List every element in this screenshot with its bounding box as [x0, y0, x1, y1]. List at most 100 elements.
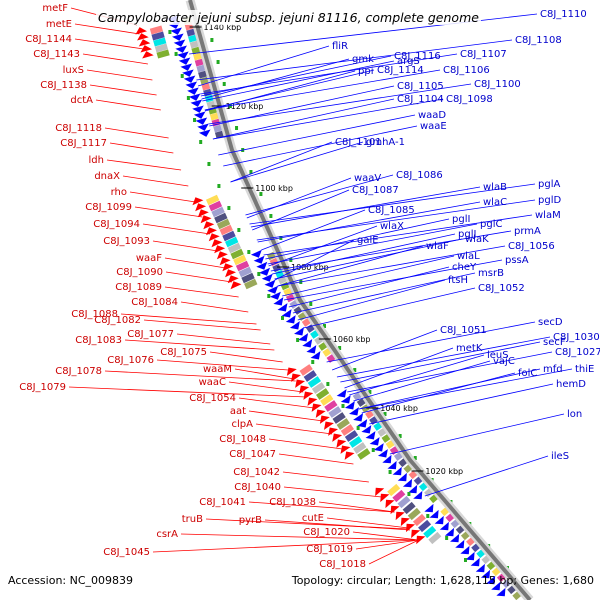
forward-gene-arrow — [429, 509, 439, 519]
forward-gene-label: C8J_1100 — [474, 79, 521, 90]
reverse-gene-arrow — [411, 529, 421, 539]
reverse-gene-label: C8J_1047 — [229, 449, 276, 460]
reverse-gene-arrow — [291, 373, 301, 382]
forward-gene-arrow — [172, 33, 184, 41]
reverse-gene-arrow — [222, 263, 234, 272]
rna-feature — [269, 214, 273, 218]
forward-gene-label: pglI — [452, 214, 470, 225]
forward-gene-arrow — [434, 515, 444, 525]
forward-gene-arrow — [365, 431, 376, 440]
cds-block — [336, 418, 350, 430]
rna-feature — [338, 346, 342, 350]
cds-block — [428, 531, 442, 545]
reverse-gene-arrow — [135, 27, 147, 35]
reverse-gene-label: pyrB — [239, 515, 262, 526]
rna-feature — [309, 302, 313, 306]
reverse-gene-arrow — [197, 209, 209, 218]
reverse-gene-label: dctA — [70, 95, 93, 106]
rna-feature — [222, 82, 226, 86]
forward-leader-line — [267, 223, 478, 265]
forward-gene-arrow — [198, 129, 211, 137]
forward-leader-line — [274, 238, 463, 280]
cds-block — [348, 436, 363, 448]
reverse-gene-label: aat — [230, 406, 246, 417]
reverse-leader-line — [124, 339, 275, 351]
reverse-gene-label: C8J_1041 — [199, 497, 246, 508]
reverse-gene-label: C8J_1118 — [55, 123, 102, 134]
cds-block — [307, 376, 322, 388]
reverse-gene-arrow — [340, 445, 351, 454]
forward-gene-label: C8J_1027 — [555, 347, 600, 358]
forward-leader-line — [230, 141, 333, 183]
cds-block — [205, 194, 220, 206]
cds-block — [344, 430, 359, 442]
forward-gene-arrow — [408, 484, 418, 494]
forward-gene-arrow — [285, 315, 296, 324]
rna-feature — [426, 514, 430, 518]
forward-leader-line — [200, 55, 392, 97]
reverse-gene-label: C8J_1090 — [116, 267, 163, 278]
reverse-gene-label: ldh — [89, 155, 104, 166]
forward-gene-label: C8J_1104 — [397, 94, 444, 105]
cds-block — [244, 278, 258, 290]
kbp-label: 1060 kbp — [333, 335, 371, 344]
cds-block — [357, 448, 371, 460]
gene-label-layer: metFmetEC8J_1144C8J_1143luxSC8J_1138dctA… — [19, 3, 600, 570]
reverse-leader-line — [122, 175, 189, 187]
reverse-gene-label: C8J_1093 — [103, 236, 150, 247]
cds-block — [423, 525, 437, 539]
kbp-label: 1040 kbp — [380, 404, 418, 413]
accession-label: Accession: NC_009839 — [8, 574, 134, 587]
forward-leader-line — [261, 209, 366, 251]
genome-summary-label: Topology: circular; Length: 1,628,115 bp… — [291, 574, 594, 587]
forward-leader-line — [249, 183, 536, 225]
reverse-gene-arrow — [286, 367, 297, 376]
forward-gene-label: cheY — [452, 262, 477, 273]
rna-feature — [311, 360, 315, 364]
cds-block — [216, 218, 231, 230]
forward-leader-line — [358, 368, 541, 410]
reverse-gene-arrow — [195, 203, 207, 212]
reverse-leader-line — [152, 240, 218, 252]
kbp-label: 1140 kbp — [204, 23, 242, 32]
reverse-leader-line — [255, 423, 333, 435]
forward-gene-label: fliR — [332, 41, 348, 52]
rna-feature — [180, 74, 184, 78]
forward-gene-label: mfd — [543, 364, 563, 375]
cds-block — [241, 272, 255, 284]
forward-gene-label: vajC — [493, 356, 515, 367]
forward-leader-line — [257, 201, 481, 243]
rna-feature — [267, 294, 271, 298]
reverse-leader-line — [120, 313, 257, 325]
forward-leader-line — [230, 141, 364, 183]
reverse-leader-line — [129, 191, 196, 203]
forward-gene-arrow — [273, 297, 284, 306]
cds-block — [340, 424, 355, 436]
reverse-gene-arrow — [137, 33, 149, 41]
reverse-gene-arrow — [225, 269, 237, 278]
reverse-leader-line — [152, 539, 419, 553]
forward-gene-label: prmA — [514, 226, 541, 237]
forward-leader-line — [283, 259, 503, 301]
forward-gene-label: metK — [456, 343, 483, 354]
forward-gene-label: wlaB — [483, 182, 507, 193]
forward-gene-label: C8J_1101 — [335, 137, 382, 148]
forward-gene-label: thiE — [575, 364, 594, 375]
reverse-gene-arrow — [142, 51, 154, 59]
rna-feature — [257, 272, 261, 276]
rna-feature — [296, 338, 300, 342]
rna-feature — [235, 126, 239, 130]
forward-gene-label: C8J_1107 — [460, 49, 507, 60]
kbp-label: 1100 kbp — [255, 184, 293, 193]
reverse-gene-label: C8J_1082 — [94, 315, 141, 326]
rna-feature — [186, 96, 190, 100]
forward-gene-arrow — [192, 105, 204, 113]
reverse-leader-line — [248, 410, 324, 422]
forward-gene-arrow — [306, 345, 317, 354]
reverse-gene-label: C8J_1143 — [33, 49, 80, 60]
forward-gene-arrow — [269, 291, 281, 300]
forward-gene-arrow — [377, 449, 388, 458]
cds-block — [407, 507, 421, 521]
forward-gene-label: leuS — [487, 350, 509, 361]
